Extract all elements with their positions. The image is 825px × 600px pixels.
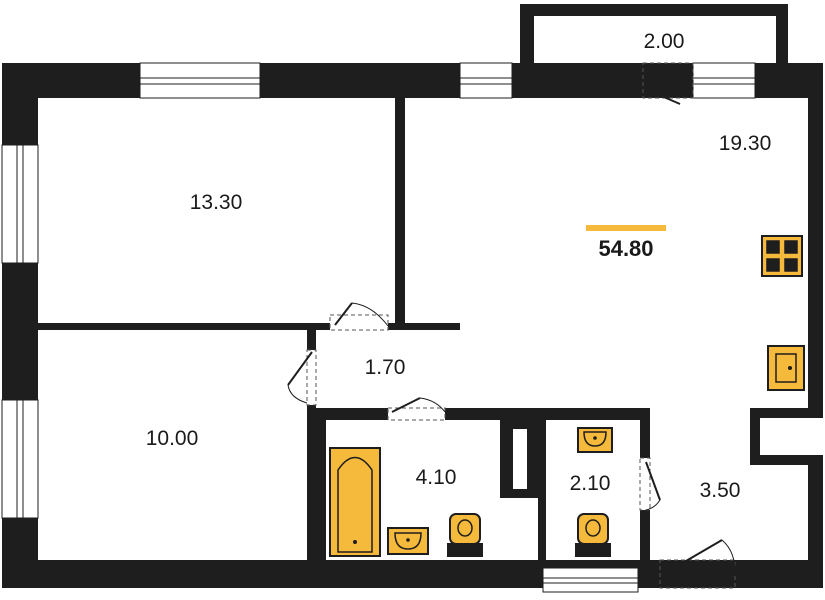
toilet-icon — [447, 513, 483, 557]
kitchen-sink-icon — [767, 345, 805, 391]
stove-icon — [761, 235, 803, 277]
toilet-icon — [575, 513, 611, 557]
room-area-bedroom-2: 10.00 — [146, 427, 199, 450]
windows — [1, 62, 756, 593]
room-area-balcony: 2.00 — [644, 30, 685, 53]
total-area-accent-bar — [586, 225, 666, 231]
total-area: 54.80 — [598, 236, 653, 261]
room-area-hallway: 3.50 — [700, 479, 741, 502]
washbasin-icon — [387, 527, 429, 555]
bathtub-icon — [329, 447, 381, 557]
room-area-living-kitchen: 19.30 — [719, 132, 772, 155]
room-area-bathroom: 4.10 — [416, 466, 457, 489]
room-area-corridor: 1.70 — [365, 356, 406, 379]
room-area-toilet: 2.10 — [570, 472, 611, 495]
room-area-bedroom-1: 13.30 — [190, 191, 243, 214]
interior-walls — [38, 98, 823, 560]
doors — [287, 62, 736, 589]
washbasin-icon — [577, 427, 613, 453]
